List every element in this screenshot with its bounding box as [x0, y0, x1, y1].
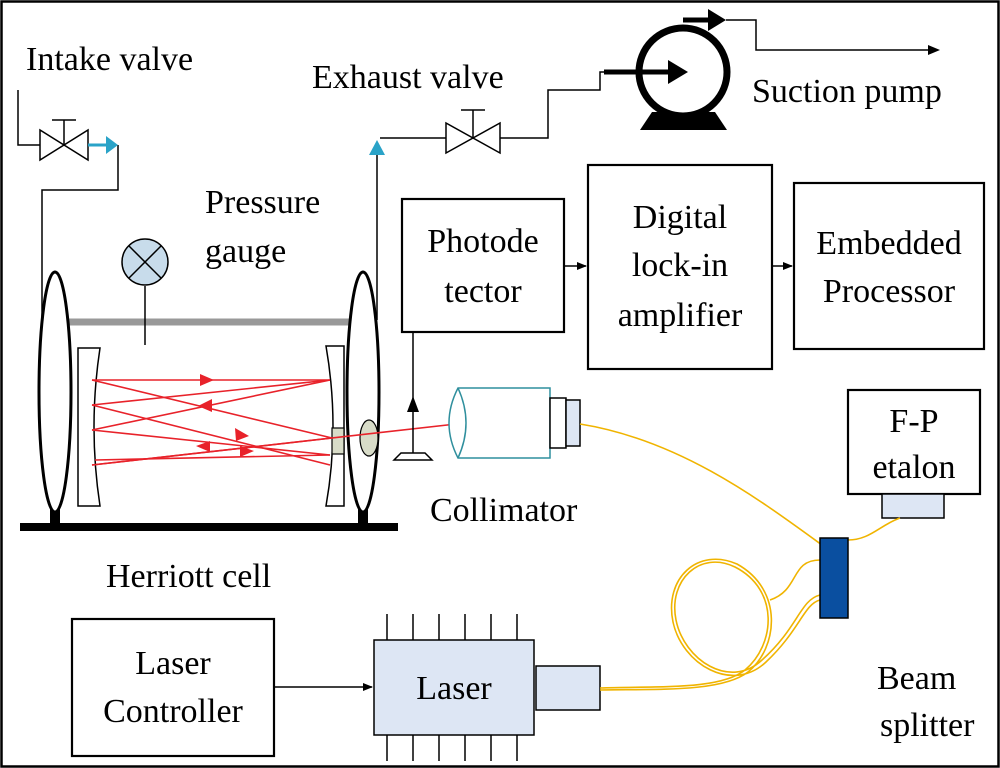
- etalon-label-line2: etalon: [872, 449, 955, 486]
- laser-icon: [373, 614, 601, 761]
- etalon-label-line1: F-P: [889, 403, 938, 440]
- photodetector-label-line2: tector: [444, 273, 522, 310]
- pressure-gauge-label-line1: Pressure: [205, 184, 320, 221]
- beam-splitter-label-line2: splitter: [880, 707, 975, 744]
- processor-label-line1: Embedded: [816, 225, 961, 262]
- lockin-label-line2: lock-in: [632, 247, 728, 284]
- embedded-processor-box: [792, 181, 986, 351]
- left-flange: [37, 270, 73, 514]
- beam-splitter-icon: [819, 537, 849, 619]
- right-flange: [345, 270, 381, 514]
- pressure-gauge-label-line2: gauge: [205, 233, 286, 270]
- intake-line: [17, 90, 119, 320]
- lockin-label-line1: Digital: [633, 199, 727, 236]
- photodetector-label-line1: Photode: [427, 223, 538, 260]
- lockin-label-line3: amplifier: [618, 297, 743, 334]
- photodetector-box: [400, 197, 566, 334]
- processor-label-line2: Processor: [823, 273, 956, 310]
- beam-direction-arrows: [196, 374, 254, 457]
- laser-label: Laser: [416, 670, 492, 707]
- laser-controller-label-line2: Controller: [103, 693, 243, 730]
- entrance-window: [331, 427, 345, 455]
- photodetector-feed: [392, 332, 434, 461]
- optical-fiber: [579, 423, 901, 691]
- intake-valve-label: Intake valve: [26, 41, 193, 78]
- pressure-gauge-icon: [121, 238, 169, 345]
- exhaust-port-icon: [369, 140, 385, 155]
- right-mirror: [325, 345, 345, 507]
- herriott-cell-label: Herriott cell: [106, 558, 271, 595]
- left-mirror: [77, 347, 101, 507]
- collimator-label: Collimator: [430, 492, 578, 529]
- etalon-box: [846, 388, 982, 496]
- exhaust-valve-label: Exhaust valve: [312, 59, 504, 96]
- lockin-amplifier-box: [586, 163, 774, 371]
- etalon-port: [881, 493, 945, 519]
- exhaust-valve-icon: [445, 109, 501, 155]
- collimator-icon: [448, 387, 581, 459]
- laser-controller-label-line1: Laser: [135, 645, 211, 682]
- suction-pump-label: Suction pump: [752, 73, 942, 110]
- intake-valve-icon: [39, 119, 118, 162]
- suction-pump-icon: [604, 9, 940, 130]
- coupling-lens: [359, 419, 379, 457]
- laser-controller-box: [70, 617, 276, 758]
- herriott-cell: [20, 270, 398, 531]
- beam-splitter-label-line1: Beam: [877, 660, 956, 697]
